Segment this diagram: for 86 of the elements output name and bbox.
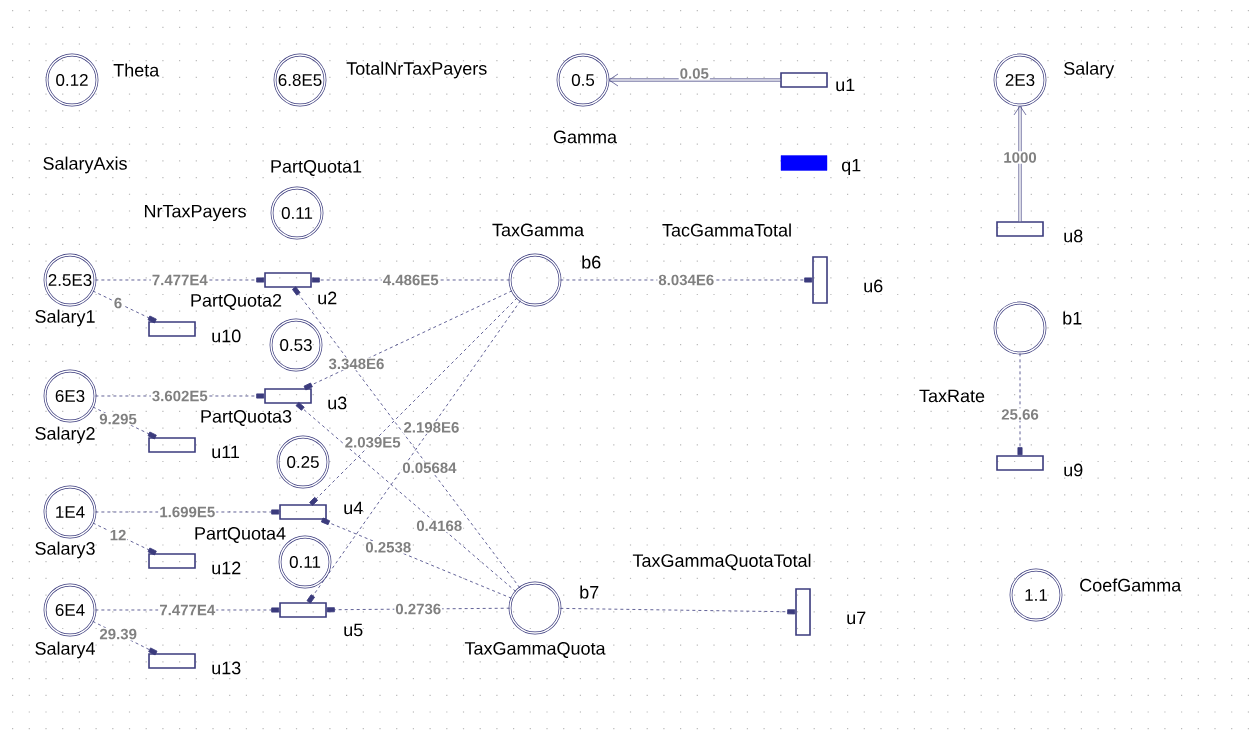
filled-bar: [780, 155, 828, 171]
transition-box: [148, 553, 196, 569]
transition-box: [795, 588, 811, 636]
edge-label: 12: [108, 528, 128, 542]
arc: [326, 607, 511, 613]
edge-label: 3.602E5: [150, 389, 209, 403]
node-label: Salary2: [35, 426, 95, 444]
edge-label: 7.477E4: [150, 273, 209, 287]
node-label: u6: [864, 279, 883, 293]
node-label: u12: [212, 561, 241, 575]
arc: [295, 402, 517, 592]
node-label: Salary1: [35, 309, 95, 327]
node-label: CoefGamma: [1080, 578, 1182, 592]
edge-label: 2.039E5: [343, 436, 402, 449]
arc: [92, 522, 157, 556]
transition-box: [264, 272, 312, 288]
transition-box: [812, 256, 828, 304]
node-label: b6: [582, 255, 601, 269]
node-label: Salary: [1064, 61, 1115, 79]
transition-box: [996, 455, 1044, 471]
node-label: PartQuota1: [271, 160, 362, 176]
node-label: u3: [328, 396, 347, 410]
node-label: u9: [1064, 463, 1083, 477]
node-label: Salary3: [35, 541, 95, 559]
edge-label: 1.699E5: [158, 505, 217, 519]
node-label: u4: [344, 501, 363, 515]
arc: [303, 290, 513, 391]
node-label: u11: [212, 445, 239, 459]
edge-label: 4.486E5: [381, 273, 440, 287]
transition-box: [148, 321, 196, 337]
edge-label: 0.2538: [364, 540, 413, 554]
node-label: u7: [847, 611, 866, 625]
node-label: Theta: [113, 63, 160, 77]
node-label: PartQuota3: [201, 410, 292, 426]
transition-box: [996, 221, 1044, 237]
edge-label: 1000: [1002, 151, 1038, 164]
transition-box: [264, 388, 312, 404]
edge-label: 0.05: [678, 67, 710, 80]
edge-label: 2.198E6: [402, 421, 461, 434]
node-label: TaxGammaQuotaTotal: [632, 553, 811, 571]
edge-label: 9.295: [98, 412, 138, 426]
edge-label: 29.39: [98, 627, 138, 641]
node-label: Gamma: [553, 130, 617, 144]
node-label: Salary4: [35, 641, 95, 659]
edge-label: 6: [112, 296, 124, 310]
node-label: TaxGammaQuota: [464, 642, 606, 658]
transition-box: [780, 72, 828, 88]
text-label: TaxRate: [919, 389, 985, 403]
node-label: u1: [836, 78, 855, 92]
node-label: u10: [212, 329, 241, 343]
arc: [92, 406, 157, 440]
node-label: u5: [344, 623, 363, 637]
edge-label: 0.05684: [401, 461, 458, 475]
edge-label: 3.348E6: [327, 357, 386, 371]
node-label: PartQuota2: [191, 294, 282, 310]
place-circle: [508, 253, 562, 307]
node-label: TotalNrTaxPayers: [346, 61, 487, 79]
edge-label: 0.4168: [415, 519, 464, 533]
arc: [559, 607, 796, 615]
edge-label: 7.477E4: [158, 603, 217, 617]
transition-box: [279, 504, 327, 520]
node-label: q1: [841, 158, 861, 176]
node-label: u13: [212, 661, 241, 675]
node-label: TaxGamma: [492, 223, 585, 237]
arc: [1017, 352, 1023, 456]
place-circle: [993, 301, 1047, 355]
edge-label: 0.2736: [394, 602, 443, 616]
edge-label: 25.66: [1000, 408, 1040, 421]
arc: [321, 517, 512, 599]
node-label: b7: [580, 585, 599, 599]
transition-box: [148, 437, 196, 453]
node-label: b1: [1063, 311, 1082, 325]
arc: [92, 620, 158, 656]
text-label: NrTaxPayers: [144, 204, 246, 222]
node-label: u2: [318, 291, 337, 305]
arc: [92, 290, 157, 324]
transition-box: [279, 602, 327, 618]
arc: [1013, 105, 1027, 222]
text-label: SalaryAxis: [43, 156, 127, 174]
node-label: TacGammaTotal: [662, 223, 791, 237]
node-label: u8: [1064, 229, 1083, 243]
arc: [309, 297, 518, 506]
edge-label: 8.034E6: [657, 273, 716, 287]
place-circle: [508, 581, 562, 635]
arc: [608, 73, 781, 87]
transition-box: [148, 653, 196, 669]
